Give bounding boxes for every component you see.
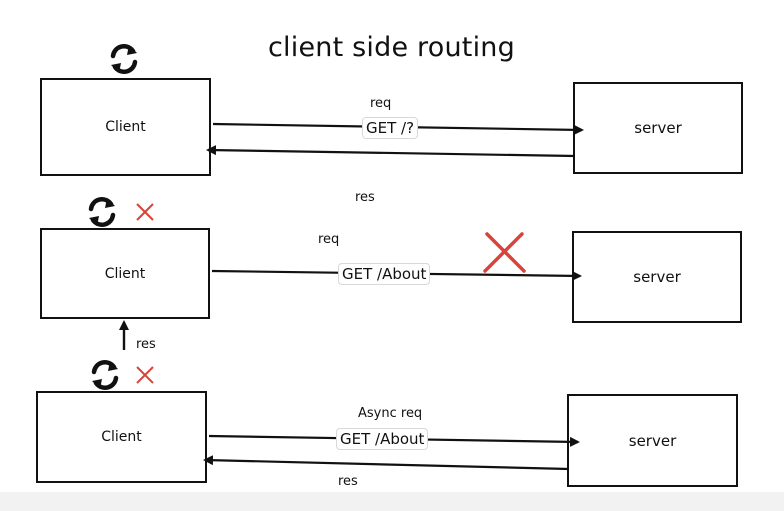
res-label-2: res	[136, 337, 156, 352]
client-label-3: Client	[101, 429, 142, 445]
client-label-2: Client	[104, 265, 146, 282]
request-text-2: GET /About	[338, 263, 431, 285]
response-arrow-3	[203, 455, 570, 471]
server-box-2: server	[572, 231, 742, 323]
client-box-1: Client	[40, 78, 211, 176]
res-label-1: res	[355, 190, 375, 205]
server-box-3: server	[567, 394, 738, 487]
client-box-3: Client	[36, 391, 207, 483]
response-arrow-1	[206, 145, 576, 158]
client-label-1: Client	[105, 119, 146, 135]
refresh-icon	[110, 43, 138, 75]
res-label-3: res	[338, 474, 358, 489]
cross-icon	[136, 366, 154, 384]
bottom-strip	[0, 492, 784, 511]
cross-icon	[136, 203, 154, 221]
server-box-1: server	[573, 82, 743, 174]
server-label-2: server	[633, 268, 681, 286]
client-box-2: Client	[40, 228, 210, 319]
req-label-3: Async req	[358, 406, 423, 421]
refresh-icon	[88, 196, 116, 228]
diagram-title: client side routing	[268, 32, 515, 63]
big-cross-icon	[483, 232, 526, 273]
refresh-icon	[91, 359, 119, 391]
req-label-1: req	[370, 96, 392, 111]
request-text-3: GET /About	[336, 428, 429, 450]
request-text-1: GET /?	[362, 117, 419, 139]
req-label-2: req	[318, 232, 340, 247]
server-label-1: server	[634, 119, 682, 137]
server-label-3: server	[628, 431, 677, 450]
